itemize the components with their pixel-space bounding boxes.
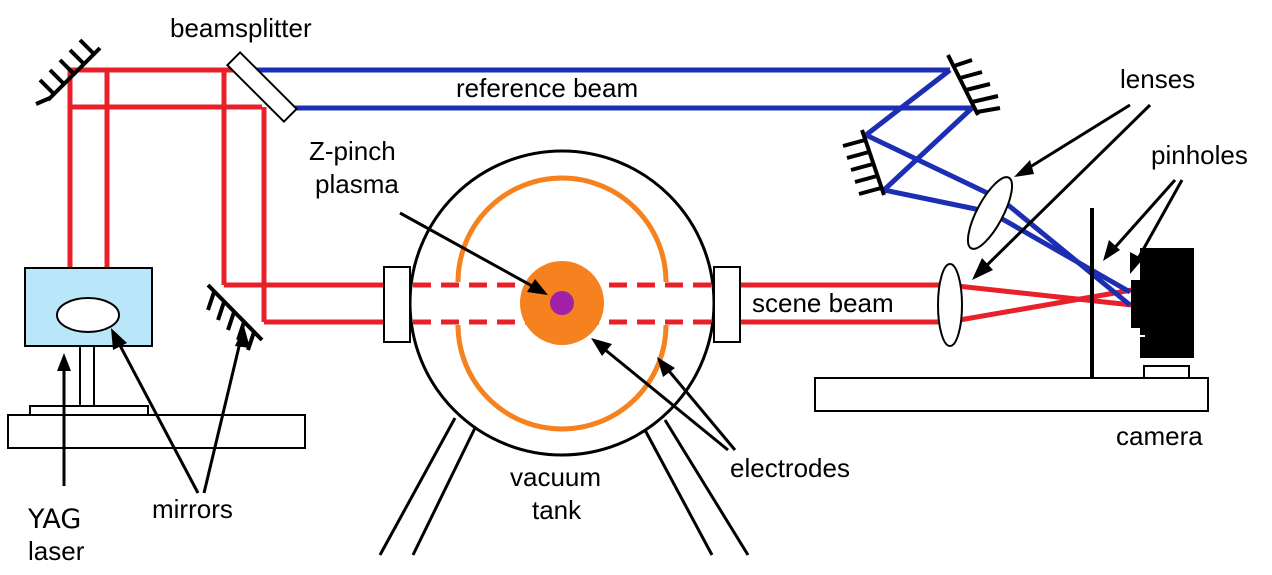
reference-beam-to-lens-2: [883, 187, 991, 215]
label-scene-beam: scene beam: [752, 288, 894, 318]
tank-window-left: [383, 266, 411, 343]
tank-window-right: [713, 266, 741, 343]
arrow-mirrors-2: [202, 333, 244, 494]
arrowhead-zpinch: [527, 279, 548, 295]
tank-leg-1: [378, 417, 457, 556]
tank-leg-2: [411, 427, 477, 556]
arrow-electrodes-2: [662, 364, 737, 451]
reference-beam-to-camera-1: [1000, 198, 1132, 307]
label-zpinch-line1: Z-pinch: [309, 136, 396, 166]
arrow-heads: [57, 160, 1143, 377]
arrow-mirrors-1: [113, 335, 200, 494]
arrowhead-pinholes-1: [1103, 240, 1120, 261]
label-laser: laser: [28, 536, 85, 566]
arrowhead-scene-lens: [972, 258, 993, 280]
electrodes: [455, 175, 669, 432]
label-vacuum-line2: tank: [532, 495, 582, 525]
camera-bench: [814, 208, 1209, 412]
lens-reference: [966, 176, 1014, 250]
mirror-mid-right: [842, 129, 886, 196]
laser-stand-foot: [29, 405, 149, 416]
tank-leg-3: [643, 429, 714, 556]
annotation-arrows: [62, 103, 1184, 494]
label-pinholes: pinholes: [1151, 140, 1248, 170]
laser-rod: [56, 297, 120, 333]
arrowhead-pinholes-2: [1130, 252, 1143, 274]
electrode-upper: [455, 175, 669, 283]
reference-beam-to-camera-2: [988, 209, 1132, 295]
label-camera: camera: [1116, 421, 1203, 451]
scene-beam-converge-upper: [947, 282, 1133, 308]
mirror-top-left: [35, 38, 102, 106]
vacuum-tank: [378, 149, 750, 556]
arrowhead-electrodes-2: [657, 357, 675, 377]
arrow-pinholes-1: [1108, 179, 1177, 254]
scene-beam-converge-lower: [947, 287, 1133, 325]
label-reference-beam: reference beam: [456, 73, 638, 103]
label-electrodes: electrodes: [730, 453, 850, 483]
arrowhead-mirrors-1: [111, 328, 127, 350]
label-vacuum-line1: vacuum: [510, 462, 601, 492]
yag-laser: [7, 267, 306, 449]
label-lenses: lenses: [1120, 64, 1195, 94]
arrowhead-yag: [57, 353, 71, 371]
camera-body: [1140, 248, 1194, 358]
laser-beams: [67, 67, 1133, 325]
reference-beam-down-2: [882, 106, 974, 192]
cursor-crosshair-icon: [1129, 328, 1145, 344]
laser-table: [7, 414, 306, 449]
label-mirrors: mirrors: [152, 494, 233, 524]
reference-beam-down-1: [864, 68, 952, 137]
plasma-core: [550, 291, 574, 315]
arrowhead-mirrors-2: [235, 326, 250, 348]
arrowhead-electrodes-1: [591, 338, 612, 356]
lens-scene: [937, 263, 963, 347]
arrow-pinholes-2: [1132, 179, 1184, 267]
label-zpinch-line2: plasma: [315, 169, 399, 199]
reference-beam-to-lens-1: [864, 132, 1004, 203]
arrow-lenses-to-scene-lens: [978, 103, 1152, 274]
mirror-top-right: [946, 54, 1001, 116]
beamsplitter-plate: [225, 50, 299, 124]
laser-stand-post: [79, 345, 95, 407]
electrode-lower: [455, 324, 669, 432]
arrow-zpinch: [399, 211, 544, 294]
arrow-electrodes-1: [597, 342, 729, 452]
reference-beams: [248, 67, 1132, 307]
arrow-lenses-to-ref-lens: [1021, 103, 1131, 174]
tank-leg-4: [663, 419, 750, 556]
mirror-bottom-left: [206, 283, 264, 351]
label-yag: YAG: [27, 504, 81, 535]
camera-foot: [1143, 365, 1190, 379]
label-beamsplitter: beamsplitter: [170, 13, 312, 43]
optical-bench: [814, 377, 1209, 412]
arrowhead-ref-lens: [1014, 160, 1034, 177]
camera-sensor: [1131, 280, 1140, 328]
